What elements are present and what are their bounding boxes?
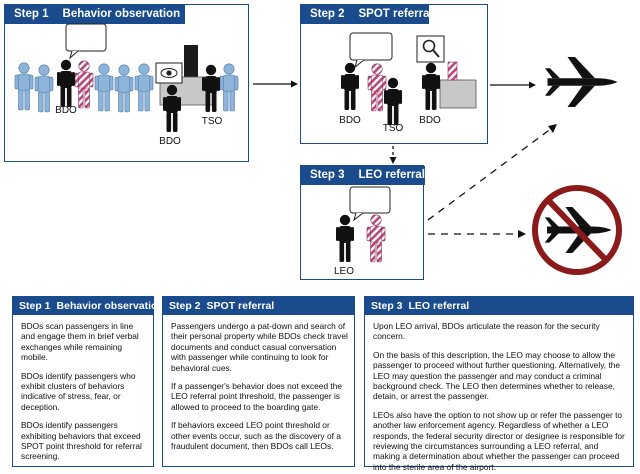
step1-tso-label: TSO [202,116,223,127]
step3-paragraph: Upon LEO arrival, BDOs articulate the re… [373,321,600,342]
step1-paragraph: BDOs scan passengers in line and engage … [21,321,139,363]
step2-tso-label: TSO [383,123,404,134]
step3-description-name: LEO referral [408,300,470,312]
step2-scene: BDO TSO BDO [339,32,477,134]
airplane-icon [545,57,618,107]
step3-paragraph: On the basis of this description, the LE… [373,349,621,402]
step1-header: Step 1 Behavior observation [5,5,185,24]
step2-description: Step 2 SPOT referral Passengers undergo a… [162,296,355,467]
step2-description-number: Step 2 [169,300,201,312]
step2-paragraph: If a passenger's behavior does not excee… [171,381,343,412]
step2-header: Step 2 SPOT referral [301,5,433,24]
step1-bdo-label-2: BDO [159,136,181,147]
step3-leo-label: LEO [334,266,354,277]
no-fly-icon [532,185,622,275]
step2-paragraph: Passengers undergo a pat-down and search… [171,321,348,373]
speech-bubble-icon [349,32,393,69]
step1-name: Behavior observation [62,8,181,20]
speech-bubble-icon [349,186,391,222]
step3-scene: LEO [334,186,391,277]
flow-arrows [253,80,557,238]
passenger-icon [367,63,387,112]
step1-bdo-label: BDO [55,105,77,116]
step2-description-name: SPOT referral [206,300,275,312]
step3-description-body: Upon LEO arrival, BDOs articulate the re… [373,321,627,474]
step1-description-name: Behavior observation [56,300,164,312]
step2-bdo-label-2: BDO [419,115,441,126]
step1-description-number: Step 1 [19,300,51,312]
officer-icon [336,214,354,262]
xray-scanner-icon [439,61,477,109]
passenger-icon [74,60,94,109]
step3-name: LEO referral [358,169,425,181]
step3-header: Step 3 LEO referral [301,166,425,185]
step2-description-body: Passengers undergo a pat-down and search… [171,321,348,459]
step3-description-number: Step 3 [371,300,403,312]
step1-number: Step 1 [14,8,49,20]
step3-number: Step 3 [310,169,345,181]
step2-description-header: Step 2 SPOT referral [163,297,354,315]
step3-description: Step 3 LEO referral Upon LEO arrival, BDO… [364,296,634,472]
step2-name: SPOT referral [358,8,433,20]
step1-description-body: BDOs scan passengers in line and engage … [21,321,147,470]
step3-panel: Step 3 LEO referral [300,165,425,280]
step1-paragraph: BDOs identify passengers who exhibit clu… [21,370,136,412]
step3-paragraph: LEOs also have the option to not show up… [373,409,625,472]
step2-bdo-label: BDO [339,115,361,126]
step3-description-header: Step 3 LEO referral [365,297,633,315]
step1-scene: BDO BDO TSO [14,23,239,147]
step1-description: Step 1 Behavior observation BDOs scan pas… [12,296,164,470]
speech-bubble-icon [65,23,107,60]
step2-paragraph: If behaviors exceed LEO point threshold … [171,420,341,452]
step2-number: Step 2 [310,8,345,20]
step1-paragraph: BDOs identify passengers exhibiting beha… [21,420,142,462]
passenger-icon [366,214,386,263]
magnifier-icon [416,35,445,63]
step1-description-header: Step 1 Behavior observation [13,297,164,315]
